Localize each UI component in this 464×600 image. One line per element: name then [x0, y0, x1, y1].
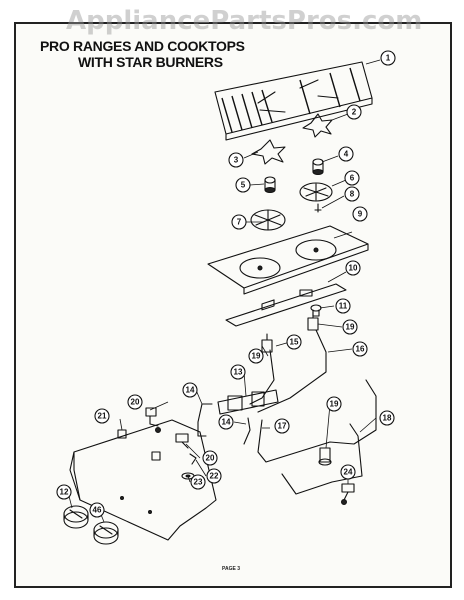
svg-text:14: 14	[186, 386, 195, 395]
callout-8: 8	[344, 186, 360, 202]
callout-12: 12	[56, 484, 72, 500]
svg-text:17: 17	[278, 422, 287, 431]
svg-text:14: 14	[222, 418, 231, 427]
svg-text:11: 11	[339, 302, 348, 311]
svg-text:7: 7	[237, 218, 242, 227]
grate	[214, 61, 373, 141]
svg-text:19: 19	[330, 400, 339, 409]
callout-23: 23	[190, 474, 206, 490]
svg-text:20: 20	[131, 398, 140, 407]
svg-text:3: 3	[234, 156, 239, 165]
svg-text:21: 21	[98, 412, 107, 421]
burner-4	[312, 158, 324, 175]
burner-pan	[207, 225, 369, 295]
callout-18: 18	[379, 410, 395, 426]
callout-24: 24	[340, 464, 356, 480]
svg-text:10: 10	[349, 264, 358, 273]
callout-16: 16	[352, 341, 368, 357]
knob-46	[93, 521, 119, 545]
callout-21: 21	[94, 408, 110, 424]
callout-10: 10	[345, 260, 361, 276]
valve-19-a	[307, 311, 319, 331]
clip-22	[189, 453, 197, 465]
leader-lines	[67, 59, 381, 523]
knob-12	[63, 505, 89, 529]
watermark: AppliancePartsPros.com	[66, 6, 423, 36]
bottom-plate	[225, 283, 347, 327]
callout-5: 5	[235, 177, 251, 193]
svg-text:15: 15	[290, 338, 299, 347]
callout-15: 15	[286, 334, 302, 350]
svg-text:12: 12	[60, 488, 69, 497]
svg-text:16: 16	[356, 345, 365, 354]
tube-15	[249, 349, 275, 405]
svg-text:13: 13	[234, 368, 243, 377]
callout-7: 7	[231, 214, 247, 230]
callout-17: 17	[274, 418, 290, 434]
front-panel	[69, 419, 217, 541]
callout-2: 2	[346, 104, 362, 120]
valve-19-b	[261, 333, 273, 353]
svg-text:46: 46	[93, 506, 102, 515]
callout-20-a: 20	[127, 394, 143, 410]
burner-cap-3	[251, 139, 286, 165]
tube-14-a	[197, 403, 213, 437]
svg-text:9: 9	[358, 210, 363, 219]
burner-5	[264, 176, 276, 193]
svg-text:2: 2	[352, 108, 357, 117]
callout-6: 6	[344, 170, 360, 186]
callout-9: 9	[352, 206, 368, 222]
callout-46: 46	[89, 502, 105, 518]
burner-base-6	[299, 182, 333, 202]
callout-19-a: 19	[342, 319, 358, 335]
title-line-2: WITH STAR BURNERS	[78, 54, 223, 70]
callout-14-b: 14	[218, 414, 234, 430]
callout-19-b: 19	[248, 348, 264, 364]
tube-16	[257, 329, 327, 413]
callout-22: 22	[206, 468, 222, 484]
valve-19-c	[318, 447, 332, 466]
burner-base-7	[250, 209, 286, 231]
svg-text:8: 8	[350, 190, 355, 199]
screw-8	[314, 203, 322, 213]
tube-17	[257, 379, 377, 463]
callout-20-b: 20	[202, 450, 218, 466]
svg-text:6: 6	[350, 174, 355, 183]
svg-text:1: 1	[386, 54, 391, 63]
callout-19-c: 19	[326, 396, 342, 412]
svg-text:23: 23	[194, 478, 203, 487]
svg-text:18: 18	[383, 414, 392, 423]
svg-text:20: 20	[206, 454, 215, 463]
callout-4: 4	[338, 146, 354, 162]
burner-cap-2	[302, 113, 333, 138]
callout-13: 13	[230, 364, 246, 380]
valve-24	[341, 483, 355, 505]
diagram-title: PRO RANGES AND COOKTOPS WITH STAR BURNER…	[40, 38, 245, 70]
callout-11: 11	[335, 298, 351, 314]
page-frame	[14, 22, 452, 588]
svg-text:19: 19	[252, 352, 261, 361]
svg-text:5: 5	[241, 181, 246, 190]
valve-20-a	[145, 407, 161, 433]
tube-14-b	[243, 417, 251, 445]
callout-3: 3	[228, 152, 244, 168]
svg-text:4: 4	[344, 150, 349, 159]
svg-text:19: 19	[346, 323, 355, 332]
callout-1: 1	[380, 50, 396, 66]
svg-text:24: 24	[344, 468, 353, 477]
title-line-1: PRO RANGES AND COOKTOPS	[40, 38, 245, 54]
page-number: PAGE 3	[222, 566, 240, 572]
valve-20-b	[175, 433, 189, 449]
svg-text:22: 22	[210, 472, 219, 481]
callout-14-a: 14	[182, 382, 198, 398]
manifold-13	[217, 389, 279, 415]
